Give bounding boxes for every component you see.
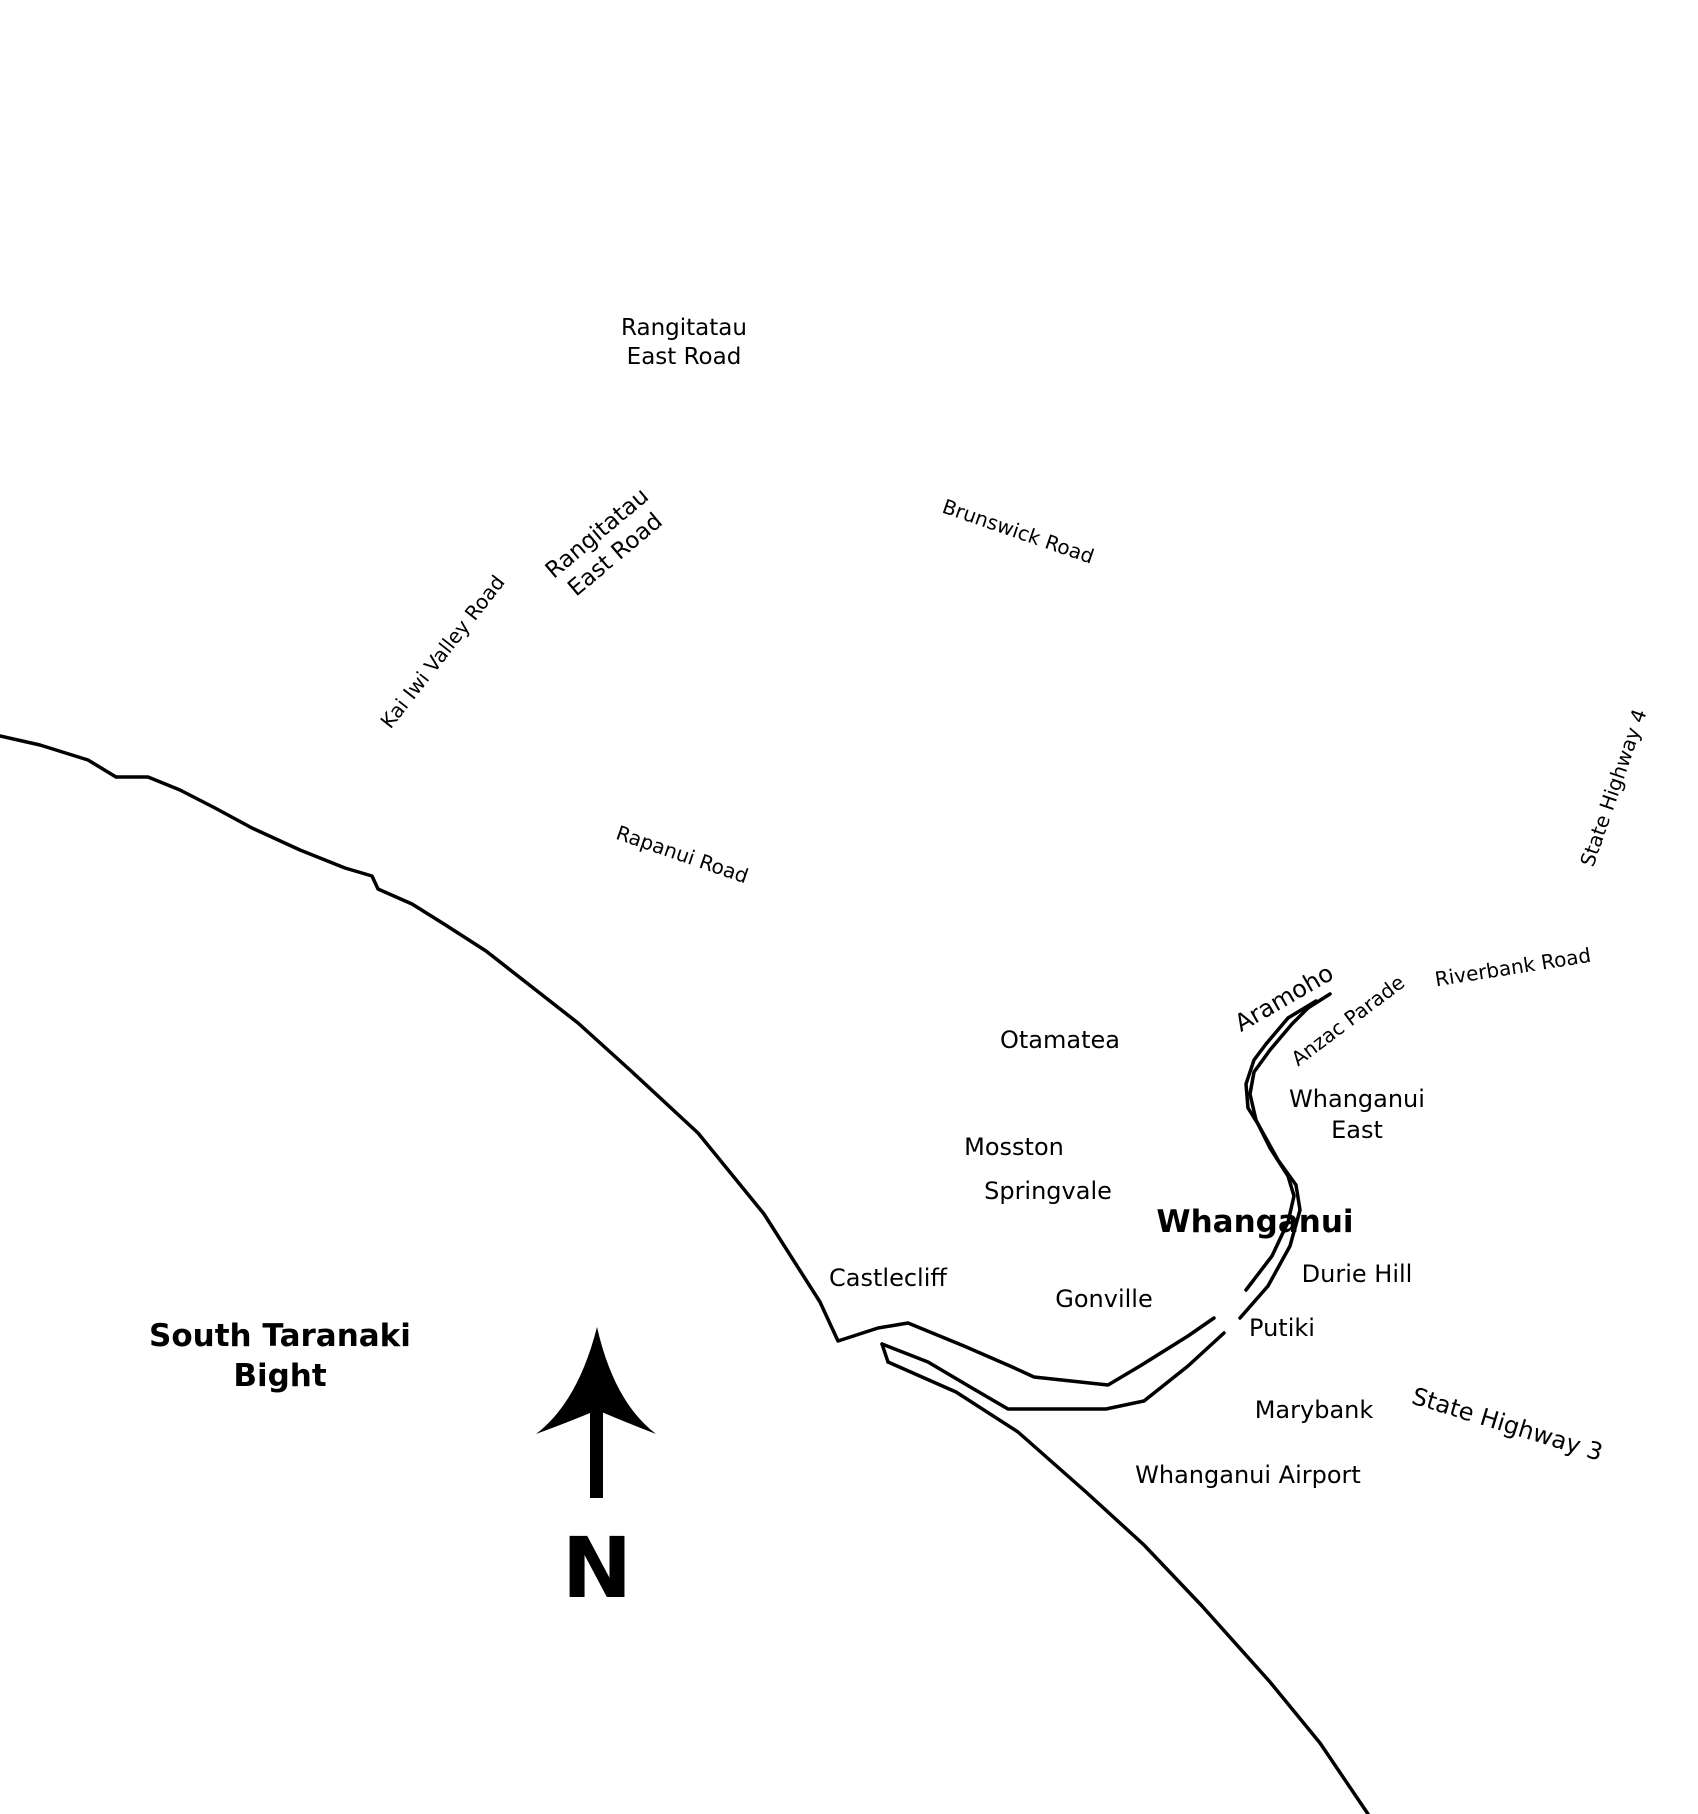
label-mosston: Mosston	[964, 1133, 1064, 1161]
label-south-taranaki-bight-line1: South Taranaki	[149, 1318, 411, 1354]
label-marybank: Marybank	[1255, 1396, 1374, 1424]
north-label: N	[562, 1519, 632, 1617]
river-west-bank	[880, 1331, 1226, 1411]
label-durie-hill: Durie Hill	[1302, 1260, 1413, 1288]
river-mouth	[880, 1342, 890, 1364]
north-arrow	[536, 1327, 656, 1498]
label-castlecliff: Castlecliff	[829, 1264, 947, 1292]
label-otamatea: Otamatea	[1000, 1026, 1120, 1054]
label-putiki: Putiki	[1249, 1314, 1315, 1342]
label-whanganui: Whanganui	[1156, 1204, 1353, 1240]
label-springvale: Springvale	[984, 1177, 1112, 1205]
river-upper-east-bank	[1244, 992, 1332, 1292]
north-arrow-icon	[536, 1327, 656, 1434]
label-rangitatau-east-road-line2: East Road	[627, 344, 742, 370]
north-arrow-shaft	[590, 1400, 603, 1498]
label-south-taranaki-bight-line2: Bight	[233, 1358, 327, 1394]
label-rangitatau-east-road-line1: Rangitatau	[621, 315, 747, 341]
label-whanganui-east-line1: Whanganui	[1289, 1085, 1425, 1113]
label-gonville: Gonville	[1055, 1285, 1152, 1313]
coastline	[0, 734, 1216, 1387]
coastline-south	[886, 1360, 1370, 1814]
label-whanganui-airport: Whanganui Airport	[1135, 1461, 1361, 1489]
label-whanganui-east-line2: East	[1331, 1116, 1383, 1144]
